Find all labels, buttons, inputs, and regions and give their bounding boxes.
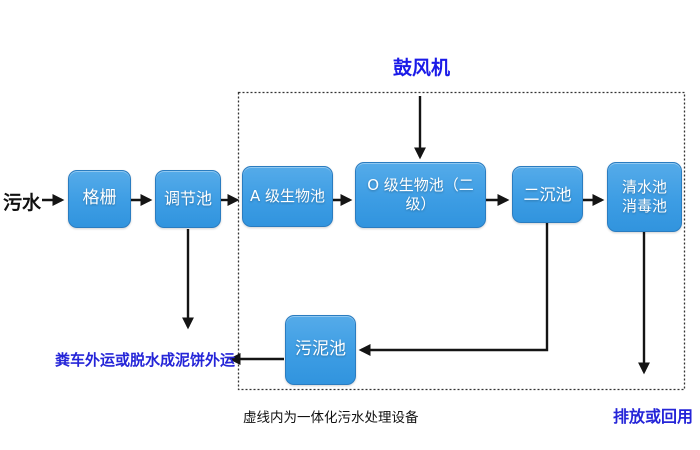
arrow-clarifier-to-sludge [358, 223, 549, 356]
node-clear-water-tank-line1: 清水池 [621, 178, 667, 197]
node-o-bio-tank: O 级生物池（二级） [355, 162, 486, 228]
node-clear-water-tank: 清水池 消毒池 [607, 162, 682, 232]
node-sludge-tank-label: 污泥池 [295, 339, 346, 360]
node-grid: 格栅 [68, 170, 131, 228]
blower-label: 鼓风机 [393, 57, 451, 79]
node-a-bio-tank-label: A 级生物池 [249, 187, 326, 206]
node-regulating-tank: 调节池 [155, 170, 221, 228]
node-secondary-clarifier: 二沉池 [512, 166, 583, 223]
boundary-note-label: 虚线内为一体化污水处理设备 [243, 410, 419, 426]
node-grid-label: 格栅 [82, 188, 117, 209]
sludge-disposal-label: 粪车外运或脱水成泥饼外运 [55, 351, 236, 369]
node-regulating-tank-label: 调节池 [163, 189, 212, 208]
node-o-bio-tank-label: O 级生物池（二级） [367, 176, 474, 213]
inflow-label: 污水 [3, 192, 42, 214]
node-clear-water-tank-line2: 消毒池 [621, 197, 667, 215]
discharge-label: 排放或回用 [613, 407, 694, 426]
node-sludge-tank: 污泥池 [285, 315, 356, 385]
node-a-bio-tank: A 级生物池 [242, 166, 333, 227]
node-secondary-clarifier-label: 二沉池 [523, 184, 572, 204]
